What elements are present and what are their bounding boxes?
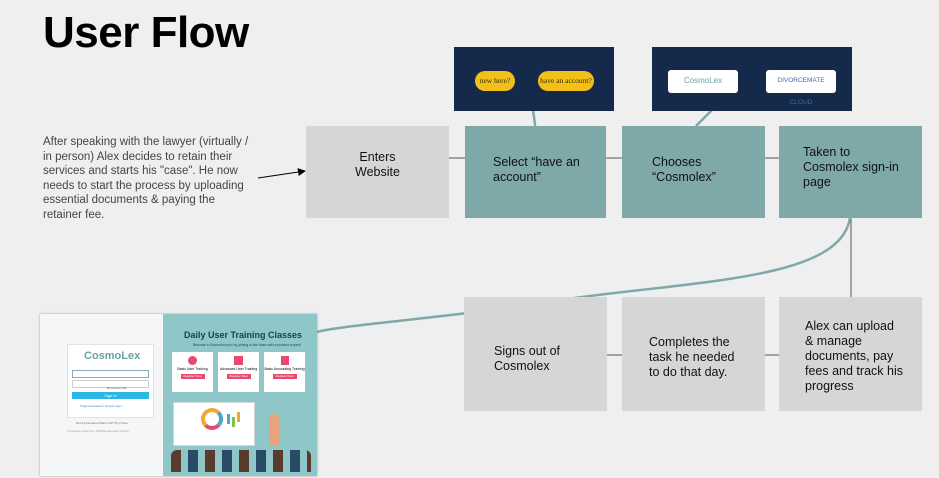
training-card-accounting[interactable]: Basic Accounting Training Register Now: [264, 352, 305, 392]
audience-figures: [171, 450, 311, 472]
logo-choice-preview: CosmoLex DIVORCEMATE CLOUD: [652, 47, 852, 111]
not-customer-text[interactable]: Not a CosmoLex Client Yet? Try it Free: [76, 421, 128, 425]
divorcemate-logo-tile: DIVORCEMATE CLOUD: [766, 70, 836, 106]
cosmolex-signin-screenshot: CosmoLex Remember Me Sign In Forgot pass…: [40, 314, 317, 476]
promo-heading: Daily User Training Classes: [184, 330, 303, 340]
step-taken-signin-label: Taken to Cosmolex sign-in page: [803, 145, 899, 189]
bar-chart-icon: [227, 414, 230, 424]
site-buttons-preview: new here? have an account?: [454, 47, 614, 111]
username-field[interactable]: [72, 370, 149, 378]
step-upload-manage-label: Alex can upload & manage documents, pay …: [805, 319, 903, 393]
step-upload-manage: Alex can upload & manage documents, pay …: [779, 297, 922, 411]
step-chooses-cosmolex-label: Chooses “Cosmolex”: [652, 155, 716, 184]
calculator-icon: [280, 356, 289, 365]
promo-subheading: Become a CosmoLex pro by joining a live …: [193, 343, 301, 347]
signin-button[interactable]: Sign In: [72, 392, 149, 399]
user-icon: [188, 356, 197, 365]
cosmolex-logo: CosmoLex: [84, 350, 141, 362]
step-select-account-label: Select “have an account”: [493, 155, 580, 184]
copyright-text: © CosmoLex Cloud, LLC. All Rights Reserv…: [67, 430, 129, 433]
step-chooses-cosmolex: Chooses “Cosmolex”: [622, 126, 765, 218]
training-promo-panel: Daily User Training Classes Become a Cos…: [163, 314, 317, 476]
have-account-pill: have an account?: [538, 71, 594, 91]
donut-chart-icon: [201, 408, 223, 430]
new-here-pill: new here?: [475, 71, 515, 91]
card-label: Basic User Training: [177, 367, 208, 371]
card-label: Basic Accounting Training: [264, 367, 305, 371]
card-label: Advanced User Training: [219, 367, 258, 371]
step-enters-website: Enters Website: [306, 126, 449, 218]
register-button[interactable]: Register Now: [272, 374, 297, 379]
step-completes-task: Completes the task he needed to do that …: [622, 297, 765, 411]
forgot-link[interactable]: Forgot password / Forgot Login: [80, 404, 122, 408]
step-select-account: Select “have an account”: [465, 126, 606, 218]
curve-site-preview: [531, 109, 537, 127]
signin-panel: CosmoLex Remember Me Sign In Forgot pass…: [40, 314, 163, 476]
register-button[interactable]: Register Now: [226, 374, 251, 379]
remember-me-label[interactable]: Remember Me: [107, 386, 127, 390]
intro-arrow: [257, 168, 306, 179]
curve-logo-preview: [695, 109, 713, 127]
step-taken-signin: Taken to Cosmolex sign-in page: [779, 126, 922, 218]
page-title: User Flow: [43, 8, 249, 57]
step-signs-out-label: Signs out of Cosmolex: [494, 344, 561, 373]
register-button[interactable]: Register Now: [180, 374, 205, 379]
advanced-user-icon: [234, 356, 243, 365]
step-signs-out: Signs out of Cosmolex: [464, 297, 607, 411]
step-completes-task-label: Completes the task he needed to do that …: [649, 335, 735, 379]
presenter-figure: [269, 414, 279, 446]
cosmolex-logo-tile: CosmoLex: [668, 70, 738, 93]
training-card-basic[interactable]: Basic User Training Register Now: [172, 352, 213, 392]
password-field[interactable]: [72, 380, 149, 388]
training-card-advanced[interactable]: Advanced User Training Register Now: [218, 352, 259, 392]
intro-text: After speaking with the lawyer (virtuall…: [43, 136, 249, 221]
step-enters-website-label: Enters Website: [355, 150, 400, 179]
